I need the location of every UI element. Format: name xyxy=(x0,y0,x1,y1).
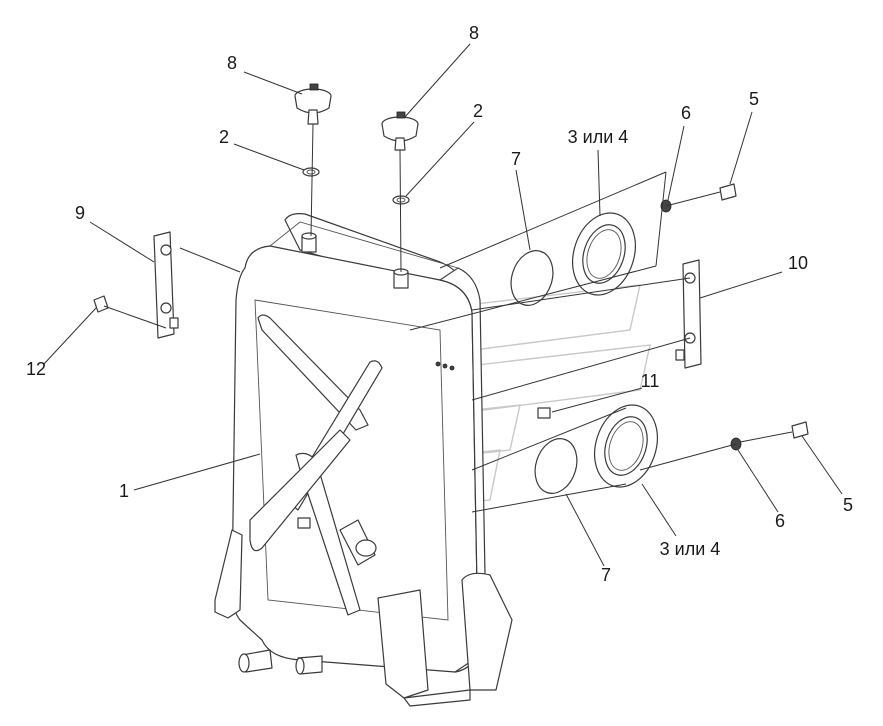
bolt-left xyxy=(93,295,167,329)
o-ring-lower xyxy=(534,438,578,494)
callout-3-or-4-upper: 3 или 4 xyxy=(568,127,629,147)
assembly-lines xyxy=(179,171,793,513)
o-ring-upper xyxy=(510,250,554,306)
callout-1: 1 xyxy=(119,481,129,501)
flange-upper xyxy=(572,212,636,296)
fuel-tank-body xyxy=(214,213,551,707)
filler-cap-left xyxy=(294,83,332,125)
callout-8-left: 8 xyxy=(227,53,237,73)
callout-7-lower: 7 xyxy=(601,565,611,585)
washer-right xyxy=(392,195,410,205)
bracket-right xyxy=(675,259,702,369)
callout-6-lower: 6 xyxy=(775,511,785,531)
callout-3-or-4-lower: 3 или 4 xyxy=(660,539,721,559)
callout-12: 12 xyxy=(26,359,46,379)
callout-10: 10 xyxy=(788,253,808,273)
callout-labels: 8 8 2 2 9 12 7 3 или 4 6 5 10 11 1 6 5 3… xyxy=(26,23,853,585)
bolt-5-lower xyxy=(791,421,809,439)
callout-2-left: 2 xyxy=(219,127,229,147)
bracket-left xyxy=(153,231,179,339)
callout-8-right: 8 xyxy=(469,23,479,43)
leader-lines xyxy=(43,43,843,567)
callout-5-upper: 5 xyxy=(749,89,759,109)
callout-7-upper: 7 xyxy=(511,149,521,169)
callout-2-right: 2 xyxy=(473,101,483,121)
callout-11: 11 xyxy=(641,371,660,391)
callout-9: 9 xyxy=(75,203,85,223)
filler-cap-right xyxy=(381,111,419,151)
callout-5-lower: 5 xyxy=(843,495,853,515)
callout-6-upper: 6 xyxy=(681,103,691,123)
bolt-5-upper xyxy=(719,183,737,201)
flange-lower xyxy=(594,404,658,488)
washer-left xyxy=(302,167,320,177)
